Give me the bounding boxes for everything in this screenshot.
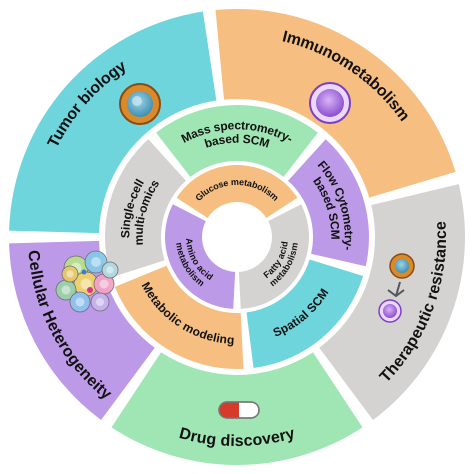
middle-ring-sector: [104, 139, 186, 278]
drug-resistance-icon: [378, 253, 415, 323]
center-circle: [205, 205, 269, 269]
middle-ring-sector: [288, 139, 370, 267]
middle-ring-sector: [156, 105, 318, 177]
cell-cluster-icon: [55, 250, 119, 313]
inner-ring-sector: [176, 165, 298, 218]
middle-ring-sector: [246, 259, 364, 368]
tumor-cell-icon: [119, 83, 161, 125]
outer-ring-sector: [9, 11, 217, 234]
inner-ring-sector: [165, 204, 236, 309]
middle-ring-sector: [114, 265, 244, 369]
immune-cell-icon: [309, 82, 351, 124]
inner-ring-sector: [238, 204, 309, 309]
middle-label-mass-spectrometry-based-scm: based SCM: [203, 132, 271, 151]
outer-ring-sector: [9, 240, 155, 421]
pill-capsule-icon: [218, 401, 260, 419]
